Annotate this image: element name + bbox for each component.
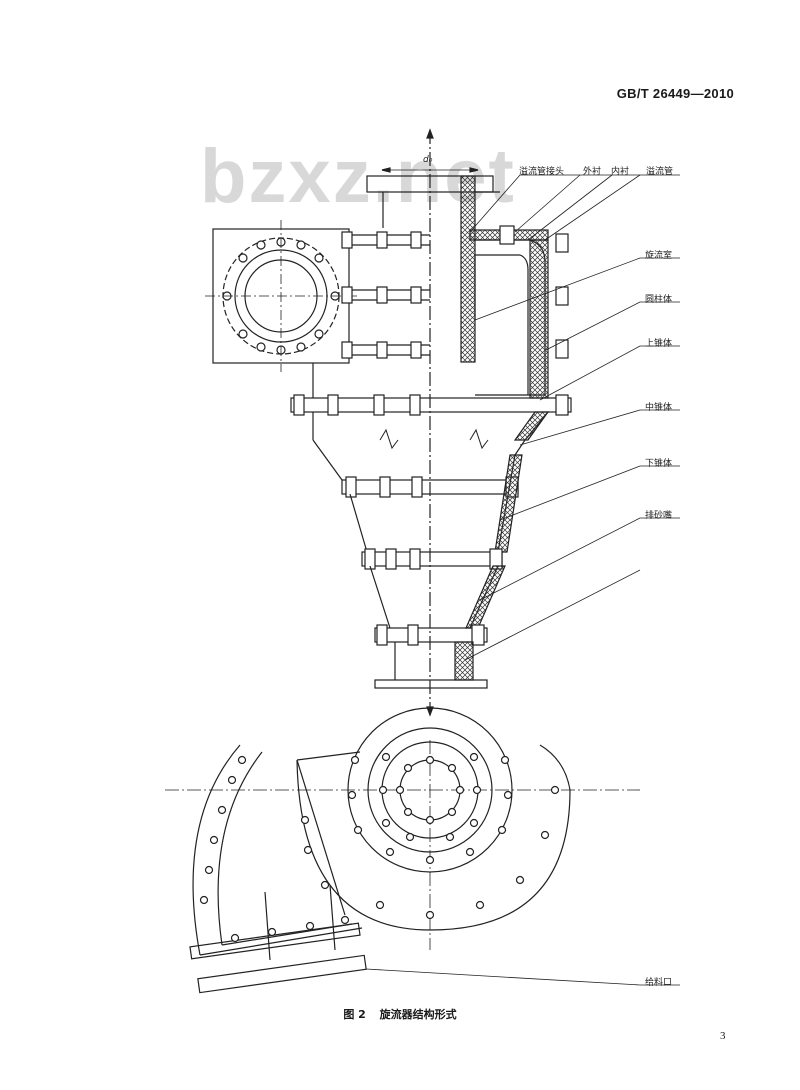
label-overflow-pipe: 溢流管: [646, 167, 674, 177]
label-feed-inlet: 给料口: [645, 978, 673, 988]
dimension-label: d₀: [423, 155, 433, 165]
label-underflow-nozzle: 排砂嘴: [645, 511, 673, 521]
label-swirl-chamber: 旋流室: [645, 251, 673, 261]
label-overflow-connector: 溢流管接头: [519, 167, 565, 177]
label-middle-cone: 中锥体: [645, 403, 673, 413]
label-lower-cone: 下锥体: [645, 459, 673, 469]
standard-number: GB/T 26449—2010: [616, 86, 734, 101]
page-number: 3: [720, 1030, 726, 1042]
label-outer-liner: 外衬: [583, 167, 602, 177]
label-cylinder-body: 圆柱体: [645, 295, 673, 305]
label-inner-liner: 内衬: [611, 167, 630, 177]
figure-number: 图 2: [343, 1008, 366, 1021]
label-upper-cone: 上锥体: [645, 339, 673, 349]
figure-caption: 图 2 旋流器结构形式: [0, 1006, 800, 1022]
figure-title: 旋流器结构形式: [379, 1008, 457, 1021]
plan-view-outline: [296, 744, 571, 931]
